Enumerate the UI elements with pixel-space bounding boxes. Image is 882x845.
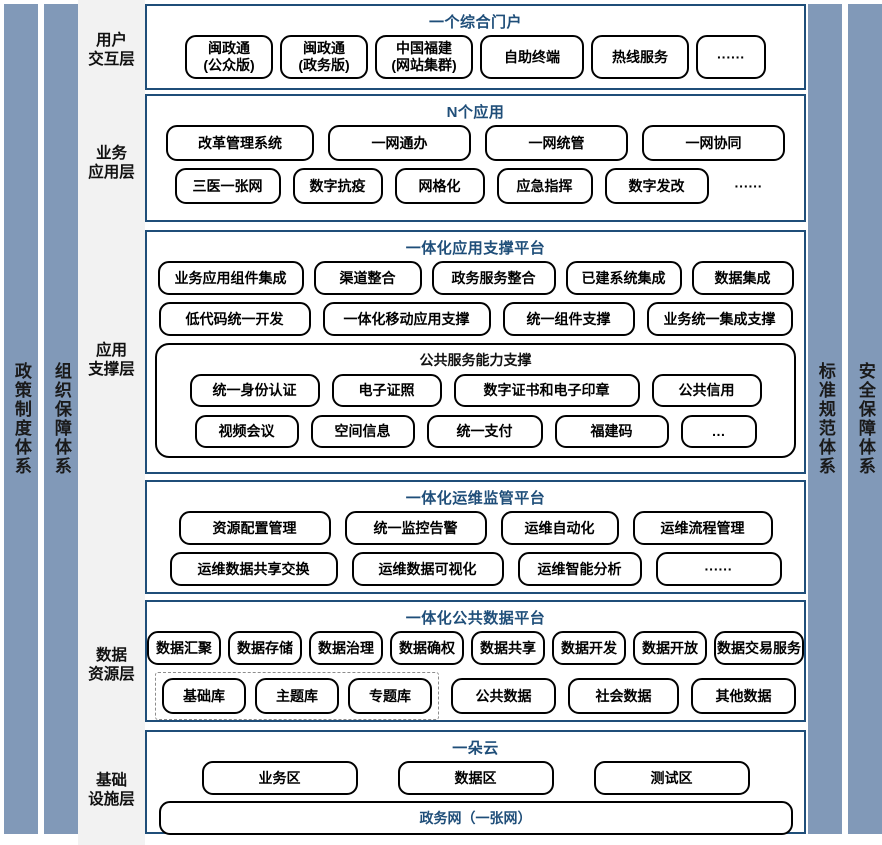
node-applications-ellipsis: ······ <box>720 168 777 204</box>
node-electronic-license[interactable]: 电子证照 <box>331 374 442 407</box>
node-ops-intelligent-analysis[interactable]: 运维智能分析 <box>517 552 642 586</box>
node-ops-data-sharing-exchange[interactable]: 运维数据共享交换 <box>169 552 338 586</box>
node-china-fujian-sites[interactable]: 中国福建(网站集群) <box>375 35 473 79</box>
node-grid-management[interactable]: 网格化 <box>394 168 485 204</box>
node-subject-database[interactable]: 主题库 <box>255 678 339 714</box>
node-government-network[interactable]: 政务网（一张网） <box>158 801 793 835</box>
node-thematic-database[interactable]: 专题库 <box>348 678 432 714</box>
node-other-data[interactable]: 其他数据 <box>690 678 796 714</box>
node-video-conference[interactable]: 视频会议 <box>194 415 299 448</box>
layer-label-infrastructure: 基础设施层 <box>88 771 135 808</box>
node-one-net-service[interactable]: 一网通办 <box>328 125 471 161</box>
node-data-storage[interactable]: 数据存储 <box>228 631 302 665</box>
node-public-service-ellipsis[interactable]: … <box>680 415 757 448</box>
node-business-integration-support[interactable]: 业务统一集成支撑 <box>646 302 793 336</box>
node-data-openness[interactable]: 数据开放 <box>633 631 707 665</box>
node-test-zone[interactable]: 测试区 <box>593 761 750 795</box>
node-fujian-code[interactable]: 福建码 <box>554 415 669 448</box>
node-digital-reform-dev[interactable]: 数字发改 <box>604 168 709 204</box>
node-basic-database[interactable]: 基础库 <box>162 678 246 714</box>
node-channel-integration[interactable]: 渠道整合 <box>313 261 422 295</box>
side-band-policy-label: 政策制度体系 <box>11 362 31 476</box>
node-reform-management-system[interactable]: 改革管理系统 <box>166 125 314 161</box>
section-applications-title: N个应用 <box>446 104 505 121</box>
node-digital-epidemic[interactable]: 数字抗疫 <box>292 168 383 204</box>
node-resource-config-management[interactable]: 资源配置管理 <box>178 511 331 545</box>
node-business-component-integration[interactable]: 业务应用组件集成 <box>157 261 304 295</box>
section-data-platform-title: 一体化公共数据平台 <box>405 610 546 627</box>
node-one-net-governance[interactable]: 一网统管 <box>485 125 628 161</box>
node-public-data[interactable]: 公共数据 <box>451 678 557 714</box>
node-ops-automation[interactable]: 运维自动化 <box>500 511 619 545</box>
node-business-zone[interactable]: 业务区 <box>201 761 358 795</box>
node-data-governance[interactable]: 数据治理 <box>309 631 383 665</box>
section-public-data-platform: 一体化公共数据平台 数据汇聚 数据存储 数据治理 数据确权 数据共享 数据开发 … <box>145 600 806 722</box>
inner-panel-public-service-capability: 公共服务能力支撑 统一身份认证 电子证照 数字证书和电子印章 公共信用 视频会议… <box>155 343 796 458</box>
inner-panel-title: 公共服务能力支撑 <box>419 352 532 368</box>
node-social-data[interactable]: 社会数据 <box>568 678 679 714</box>
node-public-credit[interactable]: 公共信用 <box>651 374 762 407</box>
section-cloud: 一朵云 业务区 数据区 测试区 政务网（一张网） <box>145 730 806 835</box>
section-applications: N个应用 改革管理系统 一网通办 一网统管 一网协同 三医一张网 数字抗疫 网格… <box>145 94 806 222</box>
node-data-rights[interactable]: 数据确权 <box>390 631 464 665</box>
side-band-standard-label: 标准规范体系 <box>815 362 835 476</box>
node-three-medical-network[interactable]: 三医一张网 <box>174 168 281 204</box>
section-operations-platform: 一体化运维监管平台 资源配置管理 统一监控告警 运维自动化 运维流程管理 运维数… <box>145 480 806 594</box>
side-band-organization-label: 组织保障体系 <box>51 362 71 476</box>
node-unified-monitoring-alarm[interactable]: 统一监控告警 <box>344 511 487 545</box>
layer-label-column: 用户交互层 业务应用层 应用支撑层 数据资源层 基础设施层 <box>78 0 145 845</box>
node-self-service-terminal[interactable]: 自助终端 <box>480 35 584 79</box>
section-cloud-title: 一朵云 <box>452 740 499 757</box>
side-band-policy-system: 政策制度体系 <box>4 4 38 834</box>
section-operations-title: 一体化运维监管平台 <box>405 490 546 507</box>
node-minzhengtong-public[interactable]: 闽政通(公众版) <box>185 35 273 79</box>
node-one-net-collaboration[interactable]: 一网协同 <box>642 125 785 161</box>
section-portal-title: 一个综合门户 <box>428 14 522 31</box>
node-minzhengtong-gov[interactable]: 闽政通(政务版) <box>280 35 368 79</box>
node-hotline-service[interactable]: 热线服务 <box>591 35 689 79</box>
layer-label-user-interaction: 用户交互层 <box>88 31 135 68</box>
node-emergency-command[interactable]: 应急指挥 <box>496 168 593 204</box>
side-band-security-label: 安全保障体系 <box>855 362 875 476</box>
layer-label-business-application: 业务应用层 <box>88 144 135 181</box>
node-gov-service-integration[interactable]: 政务服务整合 <box>431 261 556 295</box>
node-unified-component-support[interactable]: 统一组件支撑 <box>502 302 635 336</box>
node-lowcode-unified-dev[interactable]: 低代码统一开发 <box>158 302 311 336</box>
node-data-sharing[interactable]: 数据共享 <box>471 631 545 665</box>
node-integrated-mobile-support[interactable]: 一体化移动应用支撑 <box>322 302 491 336</box>
node-existing-system-integration[interactable]: 已建系统集成 <box>565 261 682 295</box>
section-portal: 一个综合门户 闽政通(公众版) 闽政通(政务版) 中国福建(网站集群) 自助终端… <box>145 4 806 90</box>
side-band-standard-system: 标准规范体系 <box>808 4 842 834</box>
node-data-integration[interactable]: 数据集成 <box>691 261 794 295</box>
node-spatial-info[interactable]: 空间信息 <box>310 415 415 448</box>
node-ops-data-visualization[interactable]: 运维数据可视化 <box>351 552 504 586</box>
side-band-organization-system: 组织保障体系 <box>44 4 78 834</box>
node-unified-identity-auth[interactable]: 统一身份认证 <box>189 374 320 407</box>
node-data-zone[interactable]: 数据区 <box>397 761 554 795</box>
node-unified-payment[interactable]: 统一支付 <box>426 415 543 448</box>
node-data-trade-service[interactable]: 数据交易服务 <box>714 631 804 665</box>
node-data-aggregation[interactable]: 数据汇聚 <box>147 631 221 665</box>
section-stack: 一个综合门户 闽政通(公众版) 闽政通(政务版) 中国福建(网站集群) 自助终端… <box>145 0 806 845</box>
side-band-security-system: 安全保障体系 <box>848 4 882 834</box>
dashed-group-databases: 基础库 主题库 专题库 <box>155 672 439 720</box>
layer-label-application-support: 应用支撑层 <box>88 341 135 378</box>
node-portal-ellipsis[interactable]: ······ <box>696 35 766 79</box>
node-data-development[interactable]: 数据开发 <box>552 631 626 665</box>
section-application-support-platform: 一体化应用支撑平台 业务应用组件集成 渠道整合 政务服务整合 已建系统集成 数据… <box>145 230 806 474</box>
layer-label-data-resource: 数据资源层 <box>88 646 135 683</box>
node-ops-process-management[interactable]: 运维流程管理 <box>632 511 773 545</box>
section-application-support-title: 一体化应用支撑平台 <box>405 240 546 257</box>
node-digital-cert-seal[interactable]: 数字证书和电子印章 <box>453 374 640 407</box>
node-ops-ellipsis[interactable]: ······ <box>655 552 782 586</box>
